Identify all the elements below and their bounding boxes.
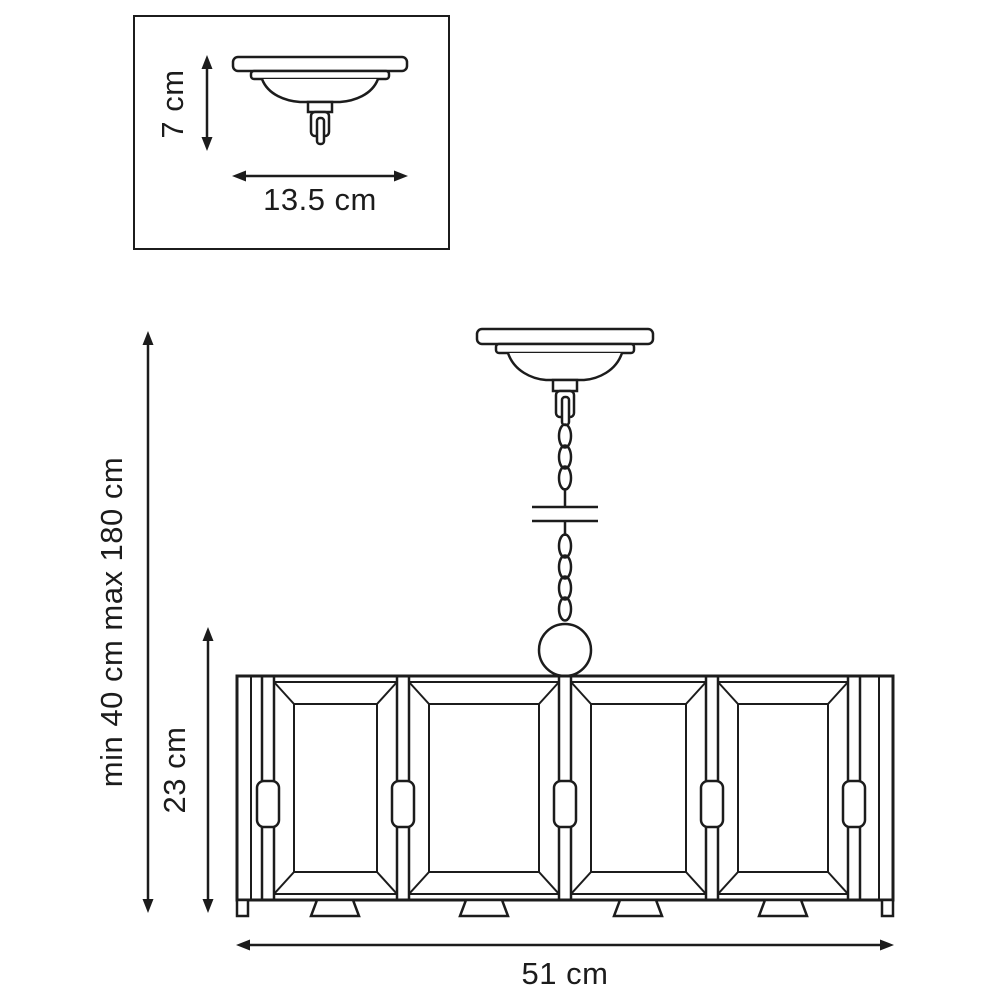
chain-link xyxy=(557,533,573,559)
divider-knob xyxy=(390,779,416,829)
arrow-right-icon xyxy=(394,170,408,182)
panel-inner xyxy=(293,703,378,873)
inset-hook-slot xyxy=(315,116,326,146)
arrow-down-icon xyxy=(142,899,154,913)
arrow-up-icon xyxy=(201,55,213,69)
chain-link xyxy=(557,554,573,580)
suspension-range-label: min 40 cm max 180 cm xyxy=(94,457,129,787)
inset-canopy-drawing xyxy=(231,55,409,146)
panel-inner xyxy=(428,703,540,873)
arrow-up-icon xyxy=(202,627,214,641)
panel-bevel xyxy=(538,871,560,895)
panel-bevel xyxy=(408,871,430,895)
panel-bevel xyxy=(273,871,295,895)
main-dimensions xyxy=(142,331,894,951)
inset-detail-box xyxy=(133,15,450,250)
arrow-right-icon xyxy=(880,939,894,951)
hook-slot xyxy=(560,395,571,427)
inset-canopy-step xyxy=(249,69,391,81)
canopy-step xyxy=(494,342,636,355)
shade-height-label: 23 cm xyxy=(157,727,192,814)
inset-height-dimension xyxy=(201,55,213,151)
panel-bevel xyxy=(538,681,560,705)
arrow-left-icon xyxy=(236,939,250,951)
arrow-left-icon xyxy=(232,170,246,182)
panel-bevel xyxy=(827,681,849,705)
divider-knob xyxy=(552,779,578,829)
panel-bevel xyxy=(376,681,398,705)
chain-link xyxy=(557,575,573,601)
arrow-up-icon xyxy=(142,331,154,345)
corner-foot xyxy=(880,898,895,918)
foot xyxy=(309,898,361,918)
foot xyxy=(757,898,809,918)
shade-drawing xyxy=(235,674,895,918)
arrow-down-icon xyxy=(201,137,213,151)
canopy-bell xyxy=(506,352,624,382)
chain-link xyxy=(557,444,573,470)
inset-width-dimension xyxy=(232,170,408,182)
chain-drawing xyxy=(532,423,598,622)
panel-inner xyxy=(737,703,829,873)
panel-inner xyxy=(590,703,687,873)
suspension-height-dimension xyxy=(142,331,154,913)
divider-knob xyxy=(255,779,281,829)
panel-bevel xyxy=(376,871,398,895)
divider-knobs xyxy=(255,779,867,829)
panel-bevel xyxy=(408,681,430,705)
main-lamp-drawing xyxy=(235,327,895,918)
panel-bevel xyxy=(570,871,592,895)
ball-finial xyxy=(537,622,593,678)
inset-canopy-width-label: 13.5 cm xyxy=(263,182,377,217)
shade-feet xyxy=(235,898,895,918)
inset-canopy-neck xyxy=(306,100,334,114)
inset-canopy-plate xyxy=(231,55,409,73)
arrow-down-icon xyxy=(202,899,214,913)
panel-bevel xyxy=(827,871,849,895)
shade-height-dimension xyxy=(202,627,214,913)
panel-bevel xyxy=(717,871,739,895)
shade-width-dimension xyxy=(236,939,894,951)
canopy-neck xyxy=(551,378,579,393)
divider-knob xyxy=(699,779,725,829)
inset-border xyxy=(133,15,450,250)
divider-knob xyxy=(841,779,867,829)
panel-bevel xyxy=(685,871,707,895)
chain-link xyxy=(557,465,573,491)
panel-bevel xyxy=(717,681,739,705)
ceiling-canopy-drawing xyxy=(475,327,655,427)
panel-bevel xyxy=(273,681,295,705)
panel-bevel xyxy=(685,681,707,705)
foot xyxy=(612,898,664,918)
foot xyxy=(458,898,510,918)
corner-foot xyxy=(235,898,250,918)
chain-link xyxy=(557,596,573,622)
canopy-plate xyxy=(475,327,655,346)
panel-bevel xyxy=(570,681,592,705)
chain-link xyxy=(557,423,573,449)
shade-width-label: 51 cm xyxy=(522,956,609,991)
inset-canopy-bell xyxy=(260,78,380,104)
inset-canopy-height-label: 7 cm xyxy=(155,69,190,138)
